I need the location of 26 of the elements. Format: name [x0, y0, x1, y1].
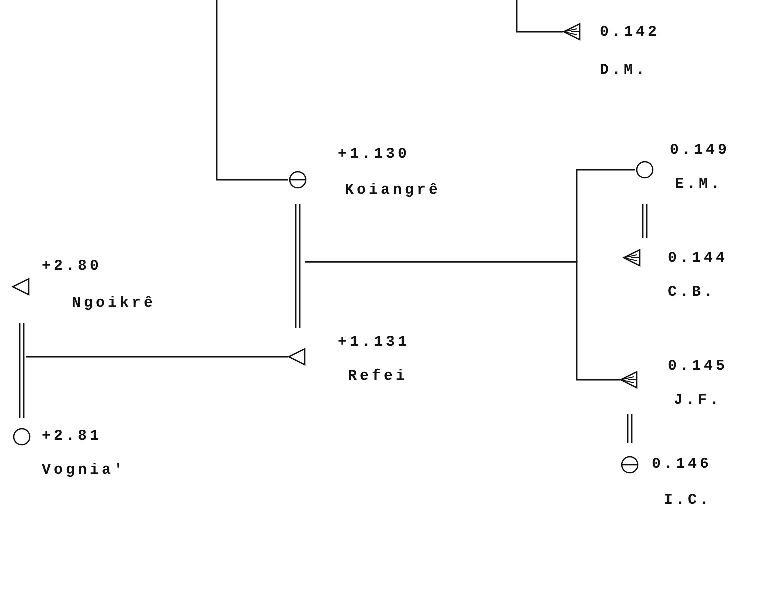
id-number: +2.80	[42, 258, 102, 276]
person-name: Vognia'	[42, 462, 126, 480]
id-number: 0.144	[668, 250, 728, 268]
descent-line	[305, 261, 620, 381]
descent-line	[26, 356, 288, 358]
person-name: J.F.	[674, 392, 722, 410]
id-number: +2.81	[42, 428, 102, 446]
person-name: E.M.	[675, 176, 724, 194]
id-number: 0.149	[670, 142, 730, 160]
person-name: I.C.	[664, 492, 712, 510]
id-number: 0.145	[668, 358, 728, 376]
id-number: 0.146	[652, 456, 712, 474]
person-name: D.M.	[600, 62, 648, 80]
id-number: 0.142	[600, 24, 660, 42]
person-name: Refei	[348, 368, 408, 386]
person-name: Koiangrê	[345, 182, 442, 200]
id-number: +1.131	[338, 334, 410, 352]
marriage-line	[642, 203, 648, 239]
marriage-line	[295, 203, 301, 329]
person-name: C.B.	[668, 284, 716, 302]
descent-line	[216, 0, 288, 181]
person-name: Ngoikrê	[72, 295, 156, 313]
marriage-line	[19, 322, 25, 419]
id-number: +1.130	[338, 146, 410, 164]
descent-line	[516, 0, 563, 33]
marriage-line	[627, 413, 633, 444]
